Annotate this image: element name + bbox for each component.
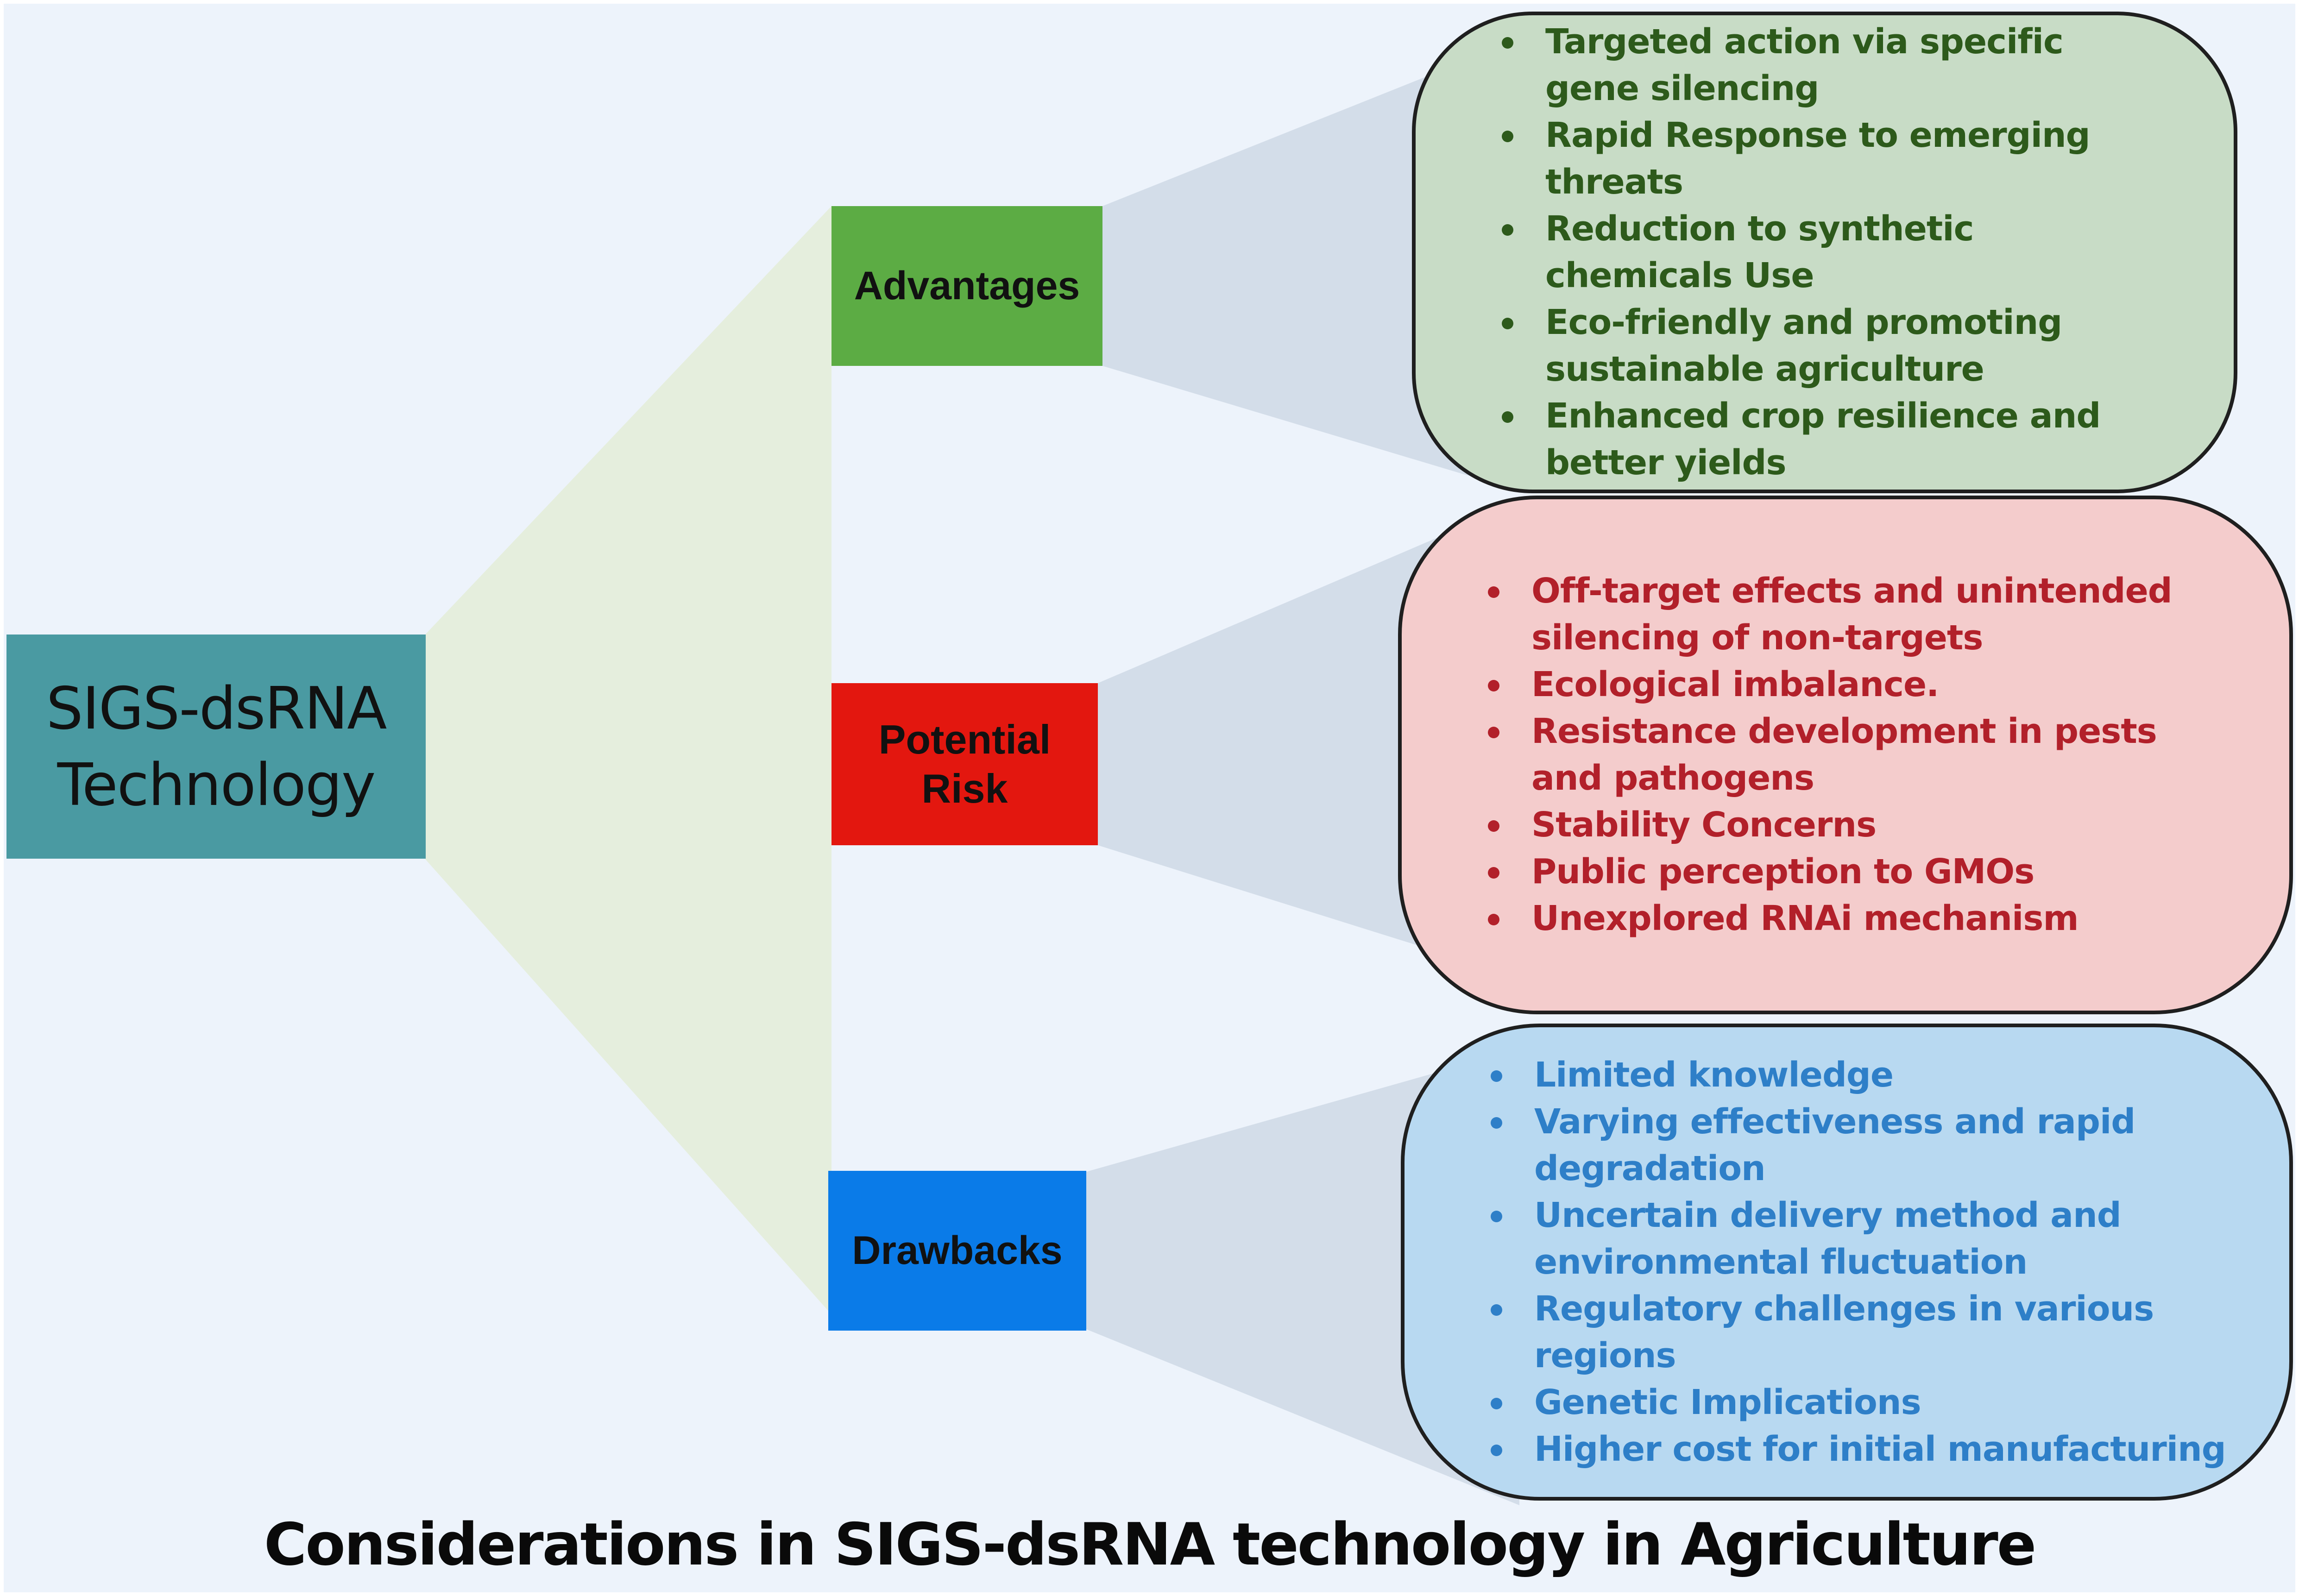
drawbacks-item: Limited knowledge	[1491, 1052, 2229, 1099]
drawbacks-item: Varying effectiveness and rapid degradat…	[1491, 1099, 2229, 1192]
root-node-sigs-dsrna: SIGS-dsRNA Technology	[6, 635, 426, 859]
advantages-item: Rapid Response to emerging threats	[1502, 112, 2161, 206]
advantages-node: Advantages	[831, 206, 1102, 366]
advantages-item: Eco-friendly and promoting sustainable a…	[1502, 299, 2161, 393]
advantages-item: Targeted action via specific gene silenc…	[1502, 19, 2161, 112]
potential-risk-node: Potential Risk	[831, 683, 1098, 845]
advantages-item: Enhanced crop resilience and better yiel…	[1502, 393, 2161, 486]
drawbacks-item: Uncertain delivery method and environmen…	[1491, 1192, 2229, 1286]
drawbacks-item: Regulatory challenges in various regions	[1491, 1286, 2229, 1379]
risk-label-line1: Potential	[878, 716, 1051, 762]
root-label-line1: SIGS-dsRNA	[46, 674, 387, 742]
drawbacks-node: Drawbacks	[828, 1171, 1086, 1331]
tree-connector-wedge	[425, 206, 831, 1314]
potential-risk-list: Off-target effects and unintended silenc…	[1402, 568, 2208, 942]
risk-item: Ecological imbalance.	[1488, 661, 2208, 708]
drawbacks-item: Genetic Implications	[1491, 1379, 2229, 1426]
risk-label-line2: Risk	[921, 766, 1008, 811]
advantages-panel: Targeted action via specific gene silenc…	[1412, 12, 2237, 493]
drawbacks-item: Higher cost for initial manufacturing	[1491, 1426, 2229, 1473]
risk-item: Public perception to GMOs	[1488, 848, 2208, 895]
drawbacks-label: Drawbacks	[852, 1228, 1063, 1273]
root-label-line2: Technology	[57, 751, 376, 819]
risk-item: Off-target effects and unintended silenc…	[1488, 568, 2208, 661]
potential-risk-panel: Off-target effects and unintended silenc…	[1398, 496, 2293, 1014]
advantages-label: Advantages	[854, 264, 1080, 308]
risk-item: Resistance development in pests and path…	[1488, 708, 2208, 802]
advantages-list: Targeted action via specific gene silenc…	[1416, 19, 2161, 486]
risk-item: Unexplored RNAi mechanism	[1488, 895, 2208, 942]
risk-item: Stability Concerns	[1488, 802, 2208, 848]
advantages-item: Reduction to synthetic chemicals Use	[1502, 206, 2161, 299]
figure-title: Considerations in SIGS-dsRNA technology …	[264, 1510, 2036, 1578]
